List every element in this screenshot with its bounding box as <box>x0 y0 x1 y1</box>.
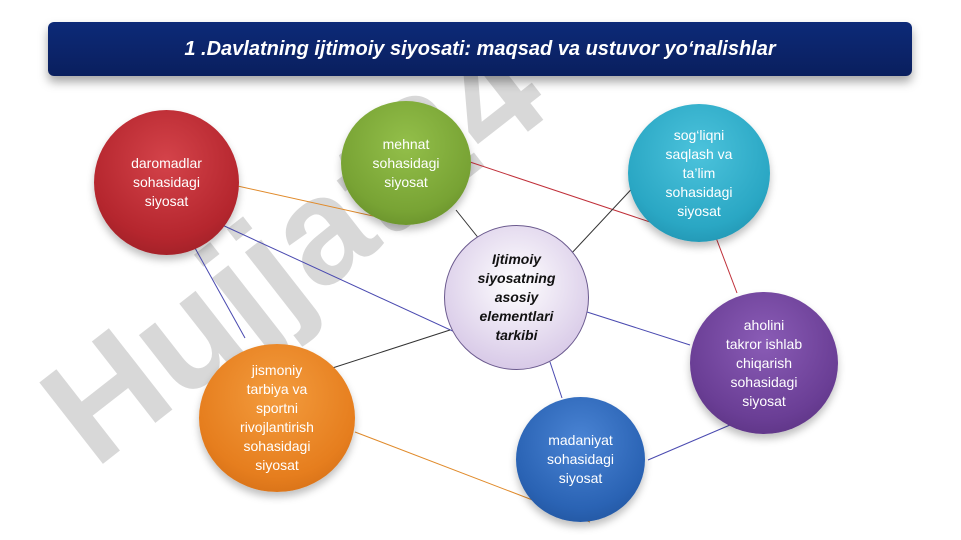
connector-line <box>194 247 246 339</box>
connector-line <box>455 209 481 241</box>
node-madaniyat-label: madaniyat sohasidagi siyosat <box>547 432 614 486</box>
center-node: Ijtimoiy siyosatning asosiy elementlari … <box>444 225 589 370</box>
node-mehnat: mehnat sohasidagi siyosat <box>341 101 471 225</box>
page-title: 1 .Davlatning ijtimoiy siyosati: maqsad … <box>184 37 776 60</box>
node-daromadlar-label: daromadlar sohasidagi siyosat <box>131 155 202 209</box>
connector-line <box>586 311 691 346</box>
connector-line <box>319 329 451 373</box>
connector-line <box>647 424 731 461</box>
node-madaniyat: madaniyat sohasidagi siyosat <box>516 397 645 522</box>
node-jismoniy: jismoniy tarbiya va sportni rivojlantiri… <box>199 344 355 492</box>
node-aholini: aholini takror ishlab chiqarish sohasida… <box>690 292 838 434</box>
title-bar: 1 .Davlatning ijtimoiy siyosati: maqsad … <box>48 22 912 76</box>
connector-line <box>469 161 681 233</box>
center-node-label: Ijtimoiy siyosatning asosiy elementlari … <box>477 251 556 343</box>
node-aholini-label: aholini takror ishlab chiqarish sohasida… <box>725 316 803 409</box>
connector-line <box>714 234 738 294</box>
connector-line <box>569 179 641 256</box>
connector-line <box>549 361 563 399</box>
node-daromadlar: daromadlar sohasidagi siyosat <box>94 110 239 255</box>
node-mehnat-label: mehnat sohasidagi siyosat <box>372 135 440 190</box>
node-jismoniy-label: jismoniy tarbiya va sportni rivojlantiri… <box>240 362 314 473</box>
node-sogliqni-label: sog‘liqni saqlash va ta’lim sohasidagi s… <box>665 126 733 219</box>
node-sogliqni: sog‘liqni saqlash va ta’lim sohasidagi s… <box>628 104 770 242</box>
